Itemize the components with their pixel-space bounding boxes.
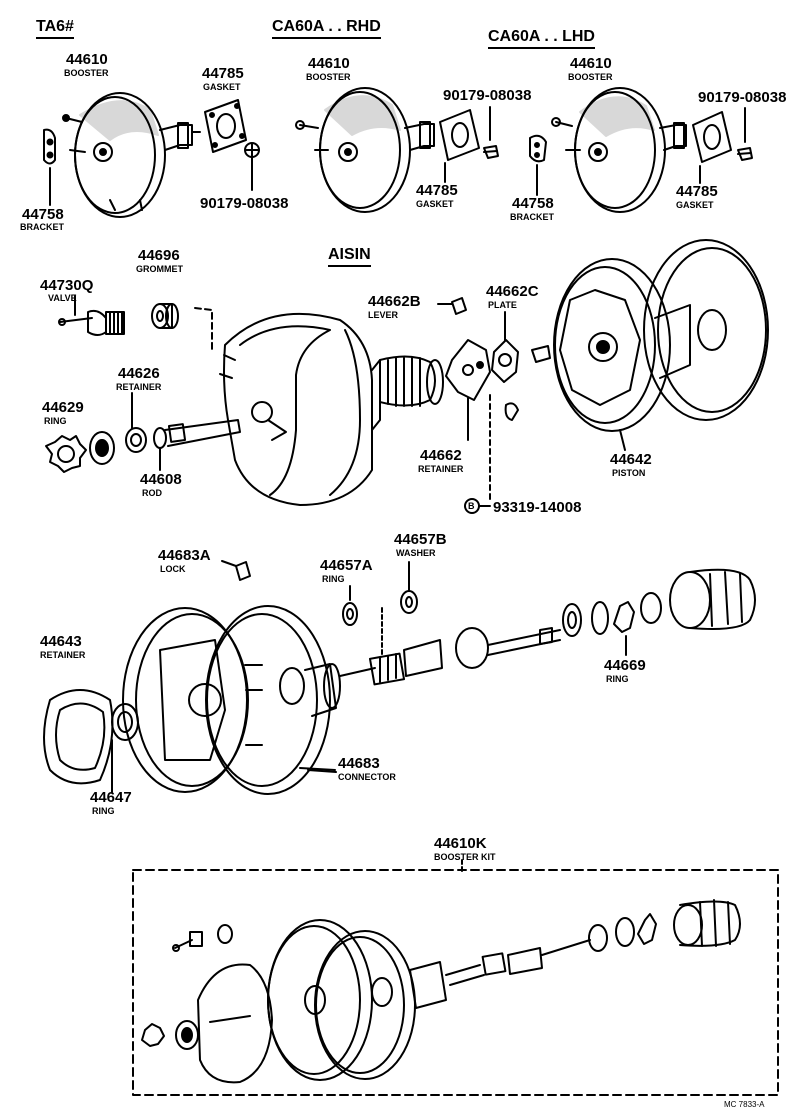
booster-kit-drawing xyxy=(141,899,741,1084)
label-bracket-ta6-no: 44758 xyxy=(22,206,64,223)
ring-44669-and-seals-drawing xyxy=(562,568,756,656)
label-booster-lhd-name: BOOSTER xyxy=(568,72,613,82)
label-booster-ta6-no: 44610 xyxy=(66,51,108,68)
diaphragm-spring-drawing xyxy=(379,355,444,407)
label-retainer-44643-name: RETAINER xyxy=(40,650,86,660)
label-nut-lhd-no: 90179-08038 xyxy=(698,89,787,106)
label-bolt-no: 93319-14008 xyxy=(493,499,582,516)
label-gasket-rhd-no: 44785 xyxy=(416,182,458,199)
bolt-b-drawing xyxy=(464,498,491,514)
label-ring-44669-no: 44669 xyxy=(604,657,646,674)
label-ring-44657a-name: RING xyxy=(322,574,345,584)
label-kit-no: 44610K xyxy=(434,835,487,852)
label-ring-44629-no: 44629 xyxy=(42,399,84,416)
label-piston-no: 44642 xyxy=(610,451,652,468)
label-bracket-ta6-name: BRACKET xyxy=(20,222,64,232)
label-nut-rhd-no: 90179-08038 xyxy=(443,87,532,104)
label-booster-lhd-no: 44610 xyxy=(570,55,612,72)
label-rod-name: ROD xyxy=(142,488,162,498)
rod-drawing xyxy=(153,419,241,471)
label-lock-name: LOCK xyxy=(160,564,186,574)
header-aisin: AISIN xyxy=(328,246,371,267)
label-bolt-marker: B xyxy=(468,501,475,511)
front-shell-drawing xyxy=(122,607,263,793)
booster-kit-frame xyxy=(132,869,779,1096)
label-retainer-44643-no: 44643 xyxy=(40,633,82,650)
booster-rhd-drawing xyxy=(295,87,435,213)
label-retainer-44626-name: RETAINER xyxy=(116,382,162,392)
bracket-ta6-drawing xyxy=(43,128,56,206)
gasket-ta6-drawing xyxy=(204,99,247,153)
lever-drawing xyxy=(437,297,519,421)
label-ring-44669-name: RING xyxy=(606,674,629,684)
booster-aisin-drawing xyxy=(219,312,381,506)
ring-44657a-drawing xyxy=(342,585,358,626)
label-nut-ta6-no: 90179-08038 xyxy=(200,195,289,212)
label-gasket-ta6-name: GASKET xyxy=(203,82,241,92)
label-valve-name: VALVE xyxy=(48,293,77,303)
label-booster-rhd-name: BOOSTER xyxy=(306,72,351,82)
label-kit-name: BOOSTER KIT xyxy=(434,852,496,862)
label-booster-rhd-no: 44610 xyxy=(308,55,350,72)
nut-lhd-drawing xyxy=(737,107,753,161)
seal-44626-drawing xyxy=(89,392,147,465)
nut-ta6-drawing xyxy=(244,142,260,191)
label-retainer-44662-no: 44662 xyxy=(420,447,462,464)
gasket-lhd-drawing xyxy=(692,111,732,184)
booster-ta6-drawing xyxy=(62,92,201,218)
header-ta6: TA6# xyxy=(36,18,74,39)
label-ring-44647-name: RING xyxy=(92,806,115,816)
footer-code: MC 7833-A xyxy=(724,1100,765,1109)
label-lock-no: 44683A xyxy=(158,547,211,564)
label-bracket-lhd-no: 44758 xyxy=(512,195,554,212)
booster-lhd-drawing xyxy=(551,87,687,213)
label-grommet-name: GROMMET xyxy=(136,264,183,274)
label-retainer-44626-no: 44626 xyxy=(118,365,160,382)
label-ring-44657a-no: 44657A xyxy=(320,557,373,574)
connector-leader xyxy=(299,767,336,771)
label-connector-no: 44683 xyxy=(338,755,380,772)
label-gasket-lhd-name: GASKET xyxy=(676,200,714,210)
label-retainer-44662-name: RETAINER xyxy=(418,464,464,474)
label-ring-44629-name: RING xyxy=(44,416,67,426)
label-lever-name: LEVER xyxy=(368,310,399,320)
ring-44647-drawing xyxy=(111,703,139,793)
piston-drawing xyxy=(531,239,769,451)
label-washer-name: WASHER xyxy=(396,548,436,558)
plate-drawing xyxy=(489,311,519,501)
nut-rhd-drawing xyxy=(483,106,499,159)
label-plate-no: 44662C xyxy=(486,283,539,300)
lock-drawing xyxy=(221,560,251,581)
label-booster-ta6-name: BOOSTER xyxy=(64,68,109,78)
label-ring-44647-no: 44647 xyxy=(90,789,132,806)
label-bracket-lhd-name: BRACKET xyxy=(510,212,554,222)
valve-drawing xyxy=(58,295,125,336)
valve-body-drawing xyxy=(339,607,561,686)
header-ca60a-lhd: CA60A . . LHD xyxy=(488,28,595,49)
label-gasket-lhd-no: 44785 xyxy=(676,183,718,200)
label-washer-no: 44657B xyxy=(394,531,447,548)
label-grommet-no: 44696 xyxy=(138,247,180,264)
rear-shell-drawing xyxy=(205,605,341,795)
retainer-44662-drawing xyxy=(445,339,491,441)
washer-drawing xyxy=(400,561,418,614)
label-gasket-ta6-no: 44785 xyxy=(202,65,244,82)
bracket-lhd-drawing xyxy=(529,134,547,196)
label-lever-no: 44662B xyxy=(368,293,421,310)
ring-44629-drawing xyxy=(45,435,87,473)
label-gasket-rhd-name: GASKET xyxy=(416,199,454,209)
label-connector-name: CONNECTOR xyxy=(338,772,396,782)
label-valve-no: 44730Q xyxy=(40,277,94,294)
label-plate-name: PLATE xyxy=(488,300,517,310)
header-ca60a-rhd: CA60A . . RHD xyxy=(272,18,381,39)
retainer-44643-drawing xyxy=(43,689,114,785)
label-piston-name: PISTON xyxy=(612,468,646,478)
label-rod-no: 44608 xyxy=(140,471,182,488)
grommet-drawing xyxy=(151,303,213,351)
gasket-rhd-drawing xyxy=(439,109,480,183)
